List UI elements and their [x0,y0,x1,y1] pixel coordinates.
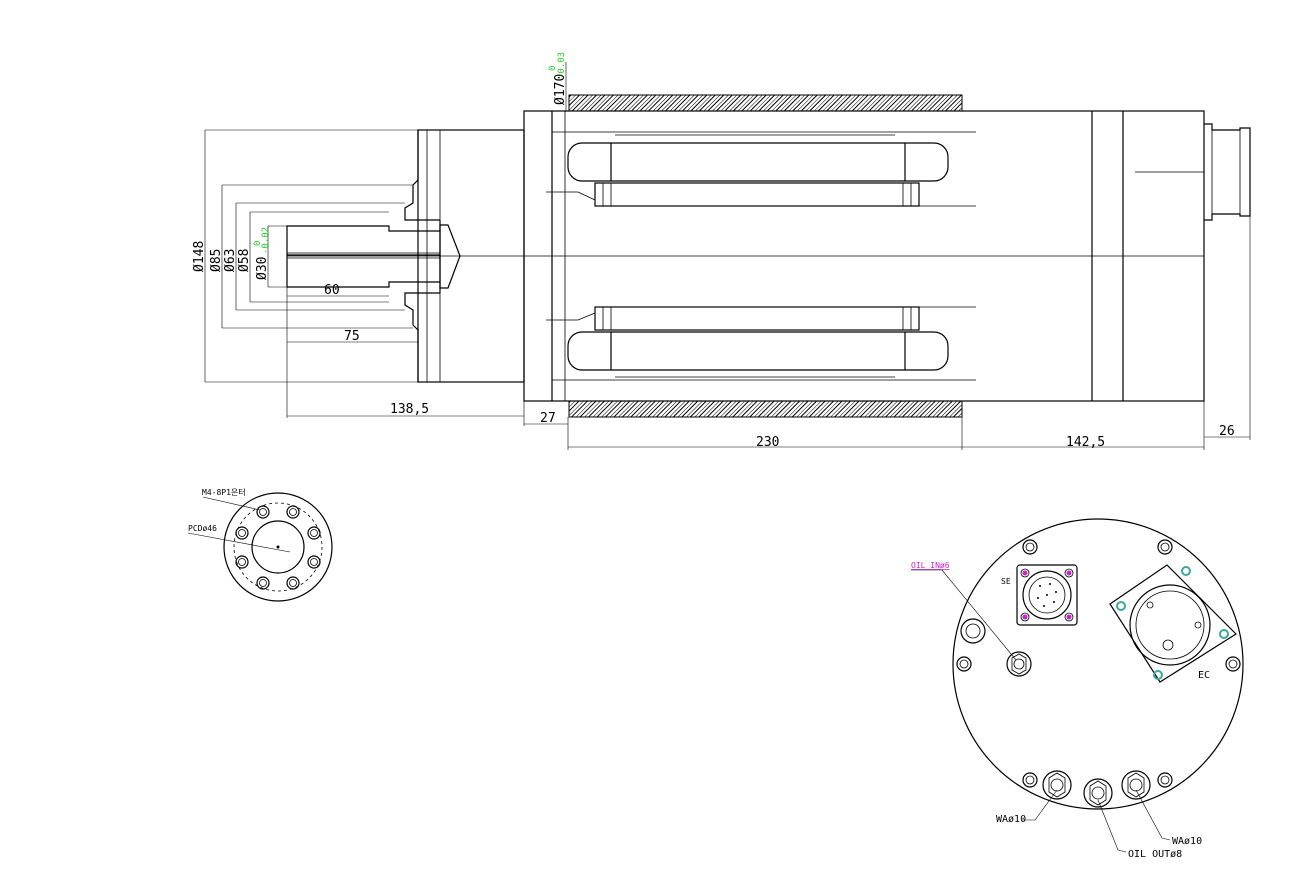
end-view: OIL INø6 SE EC WAø10 OIL OUTø8 WAø10 [911,518,1244,860]
se-connector [1016,564,1078,626]
cooling-jacket-bottom [568,400,963,418]
dim-26: 26 [1219,424,1235,439]
label-pcd: PCDø46 [188,524,217,533]
dimension-lines [204,62,1251,450]
side-view: Ø148 Ø85 Ø63 Ø58 Ø30 0 -0.02 Ø170 0 -0.0… [192,52,1251,450]
dim-d170-tol-lower: -0.03 [557,52,567,79]
label-m4-thread: M4-8P1은터 [202,488,246,497]
dim-d85: Ø85 [209,249,224,272]
dim-d30-tol-lower: -0.02 [261,227,271,254]
dim-230: 230 [756,435,779,450]
cooling-jacket-top [568,94,963,112]
dim-d58: Ø58 [237,249,252,272]
label-wa-left: WAø10 [996,814,1026,825]
label-oil-in: OIL INø6 [911,561,950,570]
spindle-housing [287,94,1251,418]
dim-d30-tol-upper: 0 [253,241,263,246]
spindle-shaft [286,224,461,289]
ec-connector [1109,564,1237,683]
wa-port-right [1121,770,1151,800]
wa-port-left [1042,770,1072,800]
label-oil-out: OIL OUTø8 [1128,849,1182,860]
end-mounting-holes [956,539,1241,788]
dim-138-5: 138,5 [390,402,429,417]
dim-d148: Ø148 [192,241,207,272]
dim-142-5: 142,5 [1066,435,1105,450]
oil-in-port [1006,651,1032,677]
dim-27: 27 [540,411,556,426]
dim-d63: Ø63 [223,249,238,272]
label-se: SE [1001,577,1011,586]
dim-60: 60 [324,283,340,298]
dim-d30: Ø30 [255,257,270,280]
dim-d170-tol-upper: 0 [548,66,558,71]
flange-view: M4-8P1은터 PCDø46 [187,488,333,602]
flange-bolt-holes [235,505,321,590]
label-ec: EC [1198,670,1210,681]
plug-left [960,618,986,644]
label-wa-right: WAø10 [1172,836,1202,847]
dim-d170: Ø170 [553,74,568,105]
oil-out-port [1083,778,1113,808]
dim-75: 75 [344,329,360,344]
